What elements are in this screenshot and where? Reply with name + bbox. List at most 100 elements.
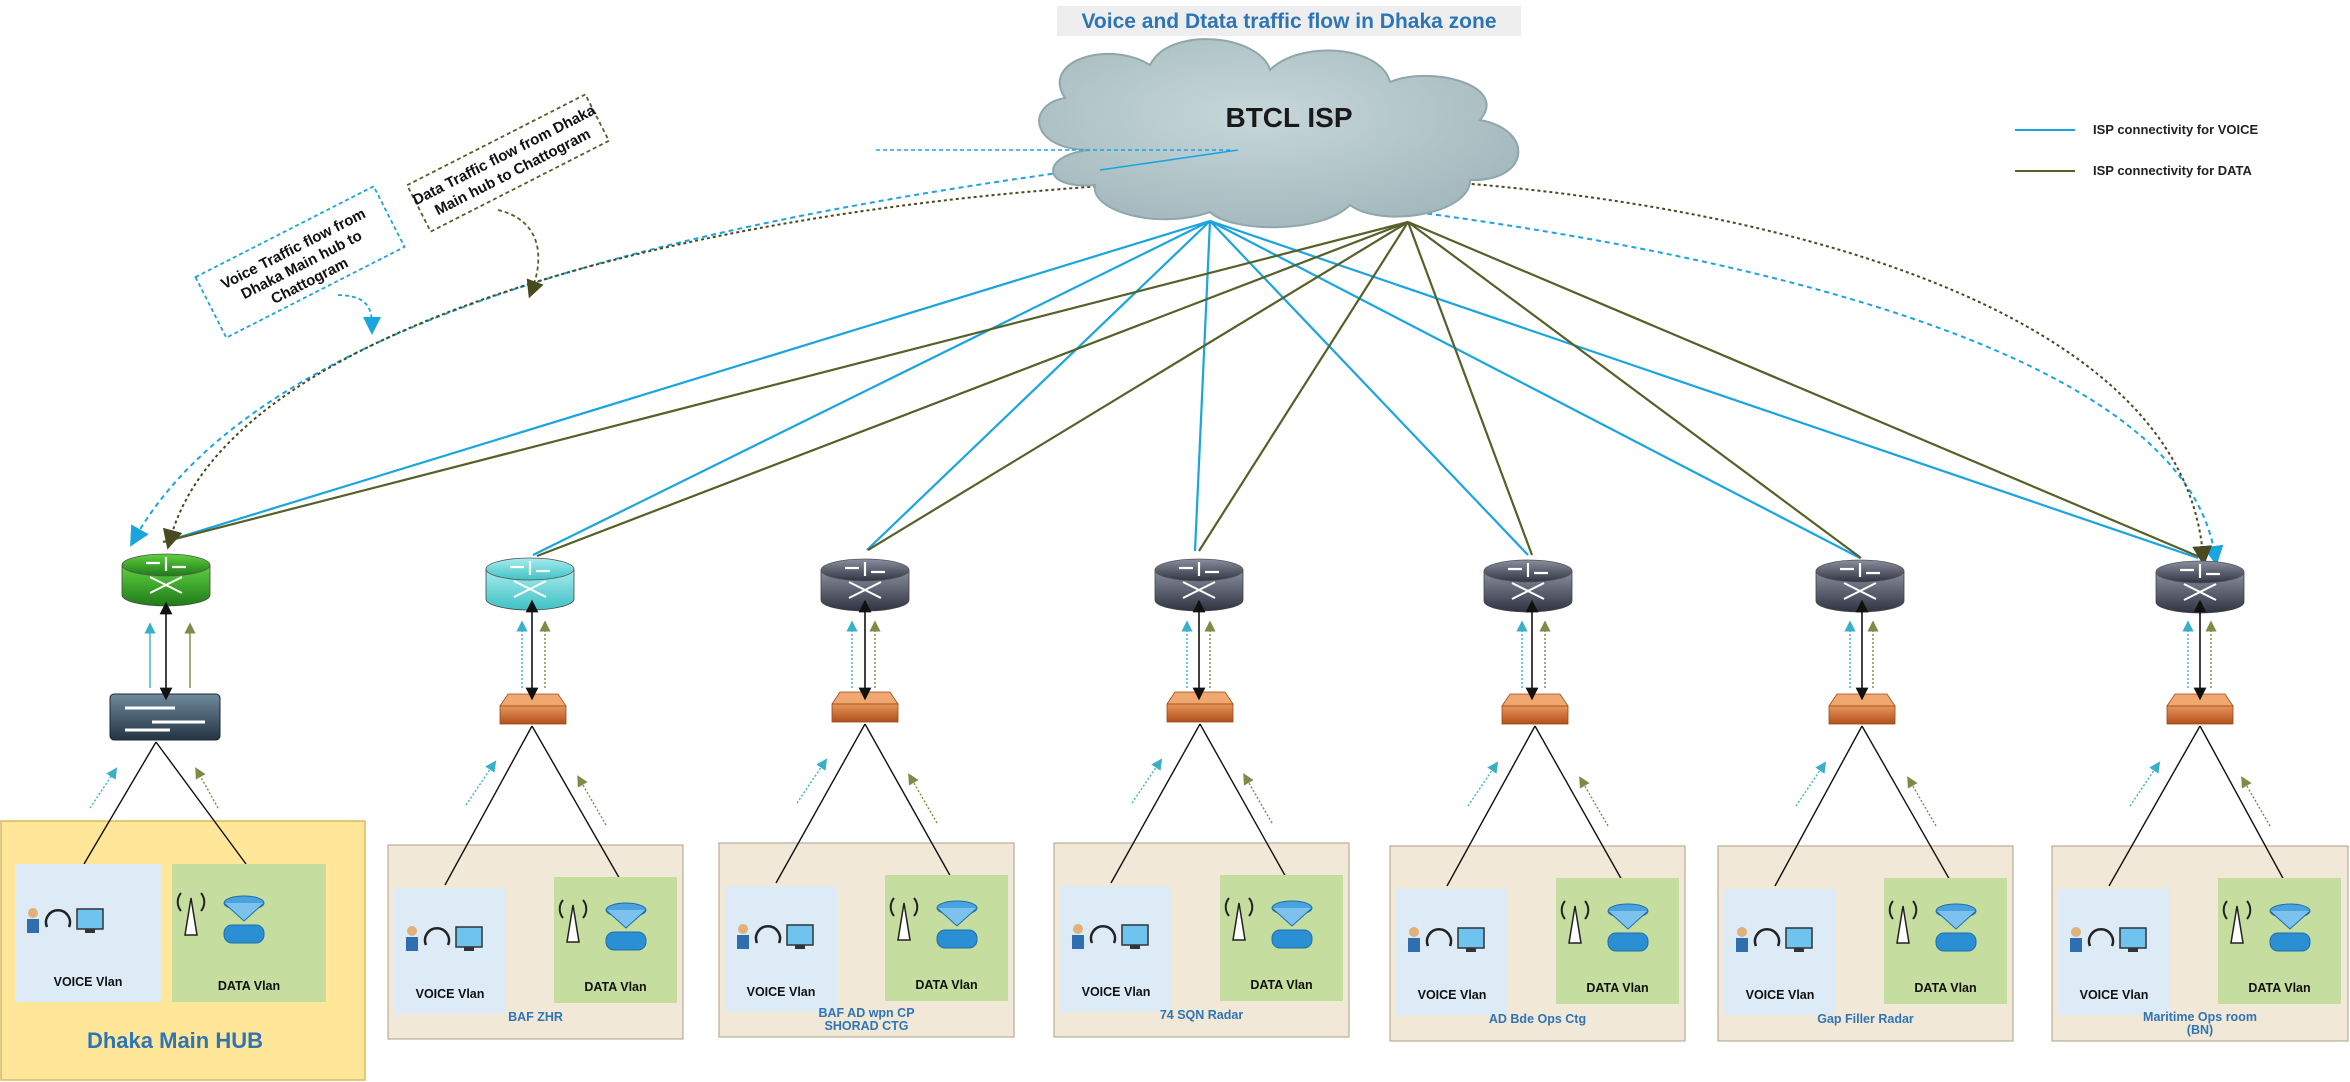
radar-dish — [1607, 910, 1649, 930]
router-icon-5 — [1815, 559, 1905, 613]
site-voice-branch-0 — [444, 725, 533, 886]
voice-note-pointer — [337, 294, 381, 335]
phone-body — [1736, 938, 1748, 952]
data-flow-note: Data Traffic flow from Dhaka Main hub to… — [405, 93, 611, 233]
phone-body — [1408, 938, 1420, 952]
radar-base — [223, 924, 265, 944]
hub-switch-arrows — [125, 706, 205, 732]
data-link-1 — [536, 220, 1409, 558]
site-data-flow-0 — [577, 775, 607, 826]
headset-icon — [423, 927, 451, 946]
radar-dish — [1271, 907, 1313, 927]
voice-link-5 — [1209, 220, 1861, 559]
site-label-1-0: BAF AD wpn CP — [818, 1006, 914, 1020]
ip-phone-icon — [1409, 927, 1419, 937]
site-label-0-0: BAF ZHR — [508, 1010, 563, 1024]
monitor-stand — [795, 945, 805, 949]
radar-base — [605, 931, 647, 951]
diagram-title: Voice and Dtata traffic flow in Dhaka zo… — [1081, 10, 1496, 33]
site-voice-flow-5 — [2129, 761, 2161, 807]
site-label-1-1: SHORAD CTG — [824, 1019, 908, 1033]
data-link-6 — [1407, 220, 2203, 560]
headset-icon — [44, 909, 72, 928]
site-data-flow-5 — [2241, 776, 2271, 827]
site-voice-branch-1 — [775, 723, 866, 884]
antenna-waves — [1560, 900, 1590, 920]
layer3-switch-icon — [109, 693, 221, 741]
hub-label: Dhaka Main HUB — [87, 1028, 263, 1053]
phone-body — [27, 919, 39, 933]
site-data-branch-4 — [1861, 725, 1952, 883]
voice-vlan-label: VOICE Vlan — [1082, 985, 1151, 999]
voice-link-0 — [169, 219, 1211, 542]
data-link-4 — [1406, 221, 1534, 556]
radar-dish — [936, 907, 978, 927]
monitor-stand — [2128, 948, 2138, 952]
voice-vlan-label: VOICE Vlan — [54, 975, 123, 989]
monitor-icon — [786, 924, 814, 946]
voice-link-3 — [1193, 220, 1212, 552]
voice-vlan-label: VOICE Vlan — [1418, 988, 1487, 1002]
voice-link-2 — [866, 220, 1211, 551]
switch-icon-4 — [1828, 693, 1896, 725]
headset-icon — [1425, 928, 1453, 947]
site-voice-branch-5 — [2108, 725, 2201, 887]
site-data-branch-2 — [1199, 723, 1288, 880]
antenna-waves — [2222, 900, 2252, 920]
site-data-flow-4 — [1907, 776, 1937, 827]
antenna-icon — [1232, 902, 1246, 941]
site-voice-flow-2 — [1131, 758, 1163, 804]
site-vlans-0: VOICE Vlan DATA Vlan — [394, 877, 677, 1014]
site-label-2-0: 74 SQN Radar — [1160, 1008, 1244, 1022]
site-voice-flow-4 — [1795, 761, 1827, 807]
router-icon-4 — [1483, 559, 1573, 613]
voice-vlan-label: VOICE Vlan — [416, 987, 485, 1001]
antenna-waves — [1224, 897, 1254, 917]
site-data-flow-2 — [1243, 773, 1273, 824]
site-data-branch-5 — [2199, 725, 2286, 883]
data-vlan-label: DATA Vlan — [584, 980, 646, 994]
hub-data-flow — [195, 767, 219, 809]
antenna-icon — [1568, 905, 1582, 944]
monitor-icon — [1457, 927, 1485, 949]
data-link-3 — [1198, 221, 1409, 552]
monitor-icon — [1785, 927, 1813, 949]
antenna-icon — [897, 902, 911, 941]
teal-router-icon-1 — [485, 557, 575, 611]
antenna-waves — [889, 897, 919, 917]
phone-body — [1072, 935, 1084, 949]
phone-body — [2070, 938, 2082, 952]
hub-voice-flow — [89, 767, 118, 809]
site-voice-branch-3 — [1446, 725, 1536, 887]
data-link-2 — [867, 221, 1409, 551]
site-label-4-0: Gap Filler Radar — [1817, 1012, 1914, 1026]
switch-icon-3 — [1501, 693, 1569, 725]
antenna-waves — [558, 899, 588, 919]
voice-flow-inner — [1099, 149, 1239, 171]
title-box — [1057, 6, 1521, 36]
site-data-flow-1 — [908, 773, 938, 824]
switch-icon-0 — [499, 693, 567, 725]
site-label-5-1: (BN) — [2187, 1023, 2213, 1037]
voice-link-6 — [1209, 219, 2199, 560]
ip-phone-icon — [2071, 927, 2081, 937]
site-data-branch-0 — [531, 725, 622, 882]
switch-icon-2 — [1166, 691, 1234, 723]
monitor-icon — [455, 926, 483, 948]
monitor-stand — [1466, 948, 1476, 952]
legend-data-label: ISP connectivity for DATA — [2093, 163, 2253, 178]
voice-link-4 — [1209, 220, 1529, 556]
site-voice-flow-0 — [465, 760, 497, 806]
monitor-icon — [2119, 927, 2147, 949]
site-voice-branch-2 — [1110, 723, 1201, 884]
ip-phone-icon — [407, 926, 417, 936]
site-voice-branch-4 — [1774, 725, 1863, 887]
phone-body — [737, 935, 749, 949]
antenna-waves — [176, 892, 206, 912]
voice-vlan-label: VOICE Vlan — [2080, 988, 2149, 1002]
